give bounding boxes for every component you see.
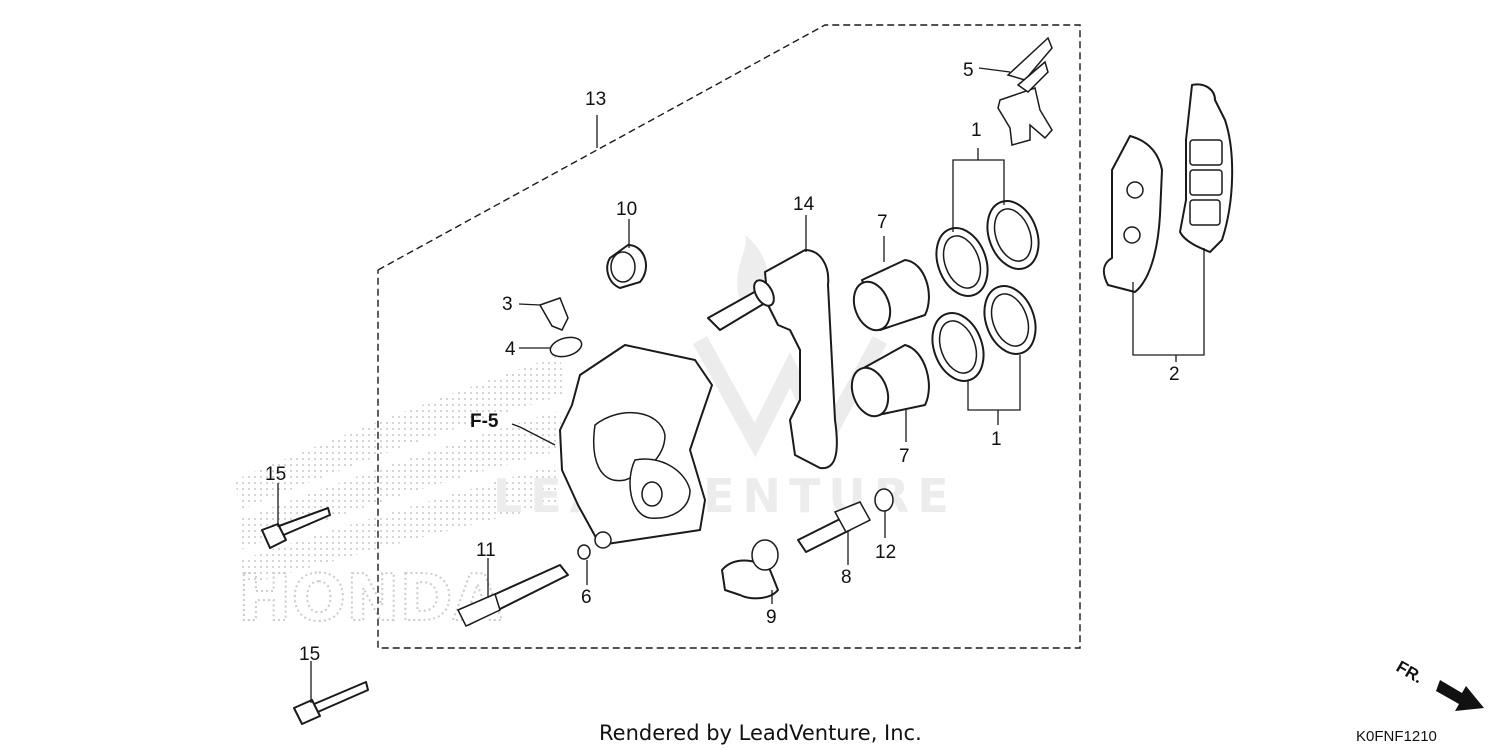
callout-1-lower: 1 <box>991 429 1002 450</box>
callout-14: 14 <box>793 194 815 215</box>
pad-spring <box>997 36 1053 146</box>
callout-13: 13 <box>585 89 606 110</box>
o-ring <box>577 544 591 560</box>
callouts: 13 5 1 1 2 7 7 14 10 3 4 F-5 15 15 11 6 … <box>265 60 1180 665</box>
callout-8: 8 <box>841 567 852 588</box>
diagram-code: K0FNF1210 <box>1356 728 1437 745</box>
brake-pads <box>1102 83 1234 293</box>
caliper-bracket <box>707 249 838 470</box>
callout-5: 5 <box>963 60 974 81</box>
callout-4: 4 <box>505 339 516 360</box>
flange-bolt-lower <box>293 681 369 725</box>
bleeder-cap <box>606 244 647 289</box>
leader-lines <box>277 67 1205 703</box>
caliper-body <box>559 344 713 549</box>
flange-bolt-upper <box>261 507 331 549</box>
dust-cap <box>874 488 894 512</box>
piston-seals <box>931 200 1040 382</box>
assembly-boundary <box>377 24 1081 649</box>
callout-1-upper: 1 <box>971 120 982 141</box>
front-direction-label: FR. <box>1393 657 1426 687</box>
callout-15-lower: 15 <box>299 644 320 665</box>
render-credit: Rendered by LeadVenture, Inc. <box>599 721 922 745</box>
callout-9: 9 <box>766 607 777 628</box>
callout-6: 6 <box>581 587 592 608</box>
callout-15-upper: 15 <box>265 464 286 485</box>
bleeder-valve <box>538 297 569 331</box>
pistons <box>850 259 930 418</box>
caliper-pin <box>456 564 569 627</box>
honda-logo-text: HONDA <box>238 562 503 636</box>
front-arrow-icon <box>1436 680 1484 711</box>
pin-boot <box>721 539 779 600</box>
sealing-washer <box>549 336 583 358</box>
callout-3: 3 <box>502 294 513 315</box>
callout-10: 10 <box>616 199 637 220</box>
callout-12: 12 <box>875 542 896 563</box>
front-direction-indicator: FR. <box>1393 657 1484 711</box>
callout-11: 11 <box>476 540 496 561</box>
reference-label: F-5 <box>470 411 499 432</box>
pin-bolt <box>797 501 872 553</box>
callout-2: 2 <box>1169 364 1180 385</box>
callout-7-upper: 7 <box>877 212 888 233</box>
callout-7-lower: 7 <box>899 446 910 467</box>
